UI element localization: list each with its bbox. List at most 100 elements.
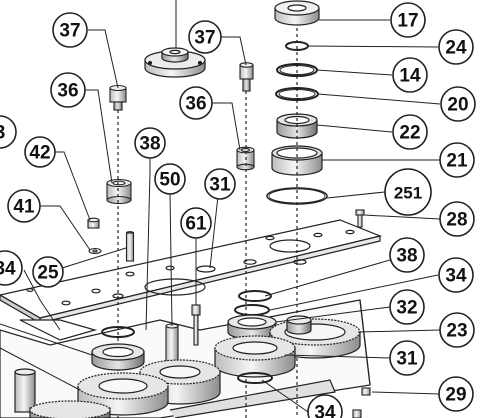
callout-c20: 20 [440,86,476,122]
snap-ring-38-left [101,326,135,338]
callout-number: 36 [185,94,206,115]
callout-c37b: 37 [188,20,222,54]
callout-circle [384,168,432,216]
callout-circle [180,207,212,239]
callout-number: 31 [396,349,418,370]
washer-41 [88,247,102,255]
callout-circle [440,86,476,122]
callout-circle [0,115,17,149]
callout-number: 14 [399,66,421,87]
callout-number: 38 [139,134,160,155]
callout-circle [389,340,425,376]
bolt-37-right [239,62,254,92]
callout-labels: 3737172414202221363634238503125128416138… [0,2,476,418]
callout-circle [389,237,425,273]
callout-c3: 3 [0,115,17,149]
callout-circle [52,12,88,48]
flange-cap [144,47,206,78]
callout-number: 23 [446,321,467,342]
callout-number: 61 [185,214,207,235]
bearing-17 [274,0,320,26]
callout-circle [24,136,56,168]
callout-number: 41 [13,197,35,218]
callout-c38b: 38 [389,237,425,273]
gear-lower-left [77,372,169,416]
callout-circle [392,114,428,150]
callout-c31b: 31 [389,340,425,376]
snap-ring-38-lower [238,290,272,302]
callout-circle [7,189,41,223]
bushing-36-left [106,178,132,205]
callout-number: 28 [446,210,467,231]
callout-c31a: 31 [204,168,236,200]
housing-cover-plate [0,219,382,325]
callout-c24: 24 [438,29,474,65]
callout-c28: 28 [439,201,475,237]
callout-c29: 29 [438,376,474,412]
bearing-34-left [91,343,145,371]
callout-c17: 17 [390,2,426,38]
callout-number: 50 [159,170,180,191]
callout-number: 37 [194,28,215,49]
callout-circle [438,257,474,293]
snap-ring-34-upper [234,304,270,316]
callout-circle [439,201,475,237]
plug-lower [352,409,362,418]
callout-circle [390,2,426,38]
callout-circle [32,256,64,288]
callout-c21: 21 [439,142,475,178]
plug-29 [361,387,371,396]
callout-circle [50,72,86,108]
callout-c32: 32 [389,289,425,325]
callout-circle [439,312,475,348]
callout-c23: 23 [439,312,475,348]
callout-circle [204,168,236,200]
snap-ring-34-lower [237,372,273,384]
callout-number: 29 [445,385,466,406]
callout-c50: 50 [154,163,186,195]
callout-c36b: 36 [179,86,213,120]
callout-number: 31 [209,175,231,196]
nut-42 [87,217,100,229]
callout-circle [438,376,474,412]
callout-c251: 251 [384,168,432,216]
callout-number: 3 [0,123,5,144]
callout-number: 25 [37,263,59,284]
callout-circle [0,250,23,286]
callout-circle [154,163,186,195]
bushing-36-right [236,146,255,171]
callout-c36a: 36 [50,72,86,108]
callout-number: 24 [445,38,467,59]
callout-c41: 41 [7,189,41,223]
callout-c34c: 34 [307,394,343,418]
callout-number: 34 [445,266,467,287]
callout-circle [392,57,428,93]
callout-circle [389,289,425,325]
callout-circle [439,142,475,178]
callout-number: 21 [446,151,468,172]
callout-number: 34 [314,403,336,418]
callout-c22: 22 [392,114,428,150]
callout-c61: 61 [180,207,212,239]
callout-number: 42 [29,143,50,164]
callout-number: 251 [394,184,422,203]
callout-number: 22 [399,123,420,144]
callout-circle [179,86,213,120]
callout-c14: 14 [392,57,428,93]
callout-number: 36 [57,81,78,102]
bearing-32 [227,314,277,340]
callout-number: 34 [0,259,16,280]
callout-c34a: 34 [0,250,23,286]
callout-circle [188,20,222,54]
shaft-lower-left [14,368,111,418]
bolt-37-left [109,84,127,111]
callout-c42: 42 [24,136,56,168]
callout-number: 20 [447,95,468,116]
callout-circle [438,29,474,65]
bearing-22 [276,113,318,139]
gear-31-right [214,335,296,378]
callout-c25: 25 [32,256,64,288]
dowel-pin-25 [125,231,135,262]
screw-28 [355,209,365,228]
